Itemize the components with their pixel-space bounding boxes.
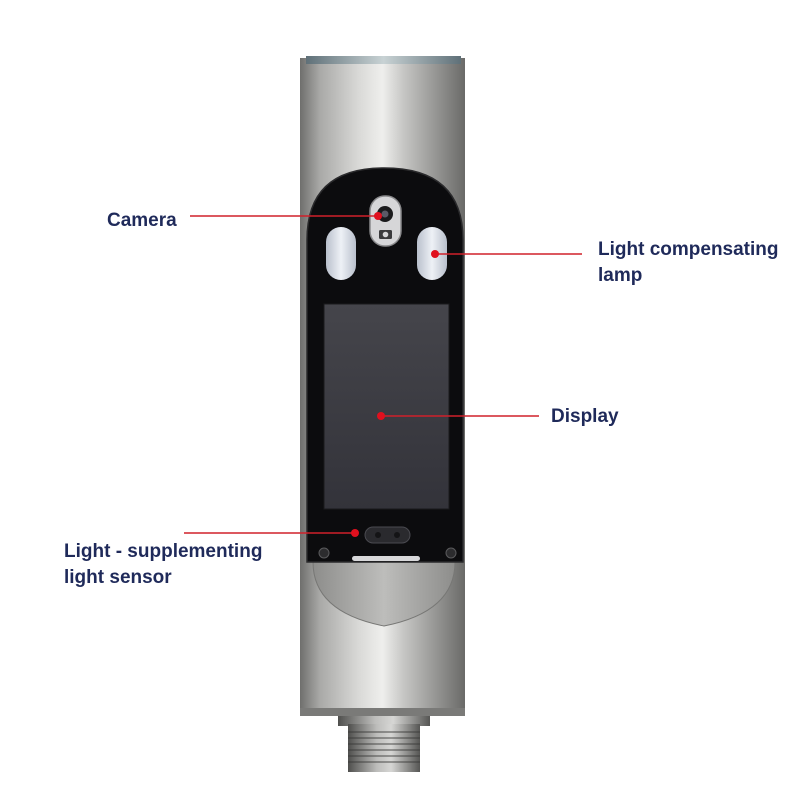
label-camera: Camera: [107, 208, 177, 234]
screw-left: [318, 547, 330, 559]
camera-icon: [369, 195, 402, 247]
label-sensor-line1: Light - supplementing: [64, 541, 263, 562]
display-screen: [323, 303, 450, 510]
callout-camera: [190, 212, 382, 220]
compensating-lamp-left: [326, 227, 356, 280]
label-light-sensor: Light - supplementing light sensor: [64, 539, 262, 591]
label-lamp-line1: Light compensating: [598, 239, 779, 260]
light-sensor: [364, 526, 411, 544]
saddle-plate: [312, 561, 456, 627]
glass-top-cap: [306, 56, 461, 64]
label-light-compensating-lamp: Light compensating lamp: [598, 237, 779, 289]
label-lamp-line2: lamp: [598, 265, 643, 286]
label-camera-text: Camera: [107, 210, 177, 231]
callout-lamp: [431, 250, 582, 258]
label-display-text: Display: [551, 406, 619, 427]
callout-display: [377, 412, 539, 420]
indicator-slot: [352, 556, 420, 561]
callout-sensor: [184, 529, 359, 537]
threaded-fitting: [338, 712, 430, 772]
screw-right: [445, 547, 457, 559]
label-display: Display: [551, 404, 619, 430]
label-sensor-line2: light sensor: [64, 567, 172, 588]
